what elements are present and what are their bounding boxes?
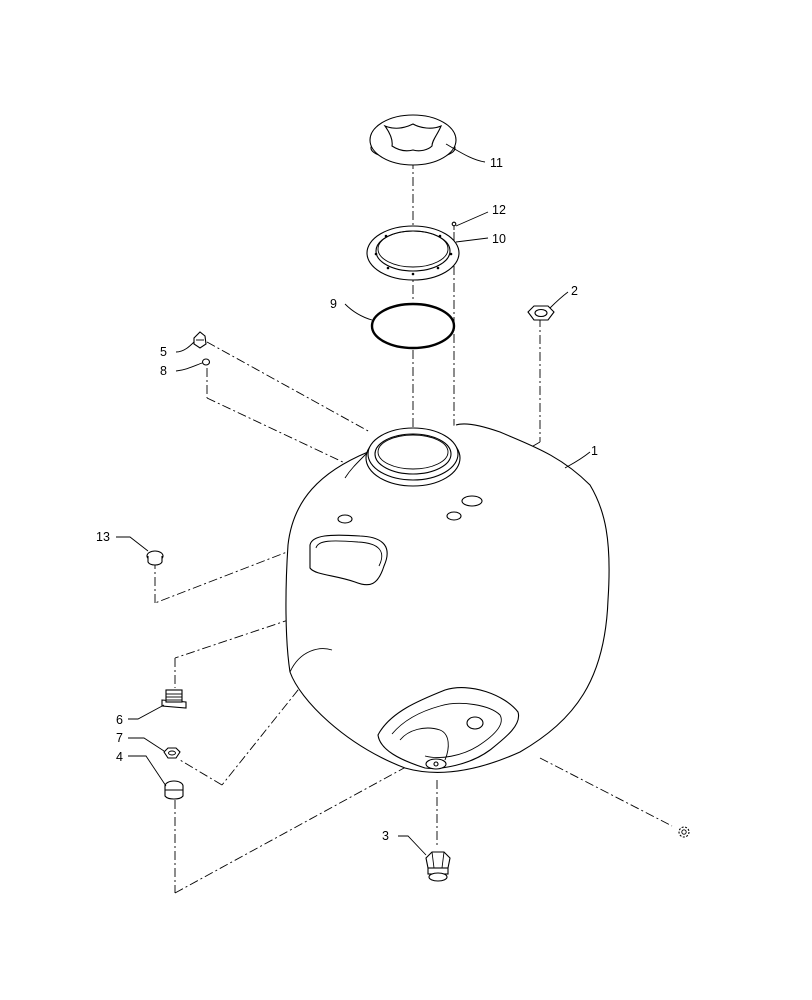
assembly-centerlines xyxy=(154,160,673,894)
small-plug xyxy=(201,358,211,366)
callout-3: 3 xyxy=(382,829,389,843)
bushing-part xyxy=(164,780,184,800)
filler-cap xyxy=(369,114,457,166)
callout-12: 12 xyxy=(492,203,506,217)
outlet-fitting xyxy=(425,851,451,882)
callout-13: 13 xyxy=(96,530,110,544)
callout-labels: 1 2 3 4 5 6 7 8 9 10 11 12 13 xyxy=(96,156,598,843)
callout-10: 10 xyxy=(492,232,506,246)
callout-9: 9 xyxy=(330,297,337,311)
callout-4: 4 xyxy=(116,750,123,764)
callout-6: 6 xyxy=(116,713,123,727)
callout-8: 8 xyxy=(160,364,167,378)
hex-nut xyxy=(527,305,555,321)
drain-valve xyxy=(161,689,187,709)
callout-2: 2 xyxy=(571,284,578,298)
plug-part xyxy=(146,550,164,566)
tank-body xyxy=(285,423,610,773)
washer-nut xyxy=(163,747,181,759)
callout-5: 5 xyxy=(160,345,167,359)
retaining-ring xyxy=(366,225,460,281)
end-fitting xyxy=(678,826,690,838)
fitting-part xyxy=(193,331,207,349)
leader-lines xyxy=(116,143,591,856)
callout-1: 1 xyxy=(591,444,598,458)
callout-7: 7 xyxy=(116,731,123,745)
callout-11: 11 xyxy=(490,156,503,170)
tank-flange xyxy=(365,427,461,487)
screw-part xyxy=(451,221,457,230)
o-ring xyxy=(370,302,456,350)
